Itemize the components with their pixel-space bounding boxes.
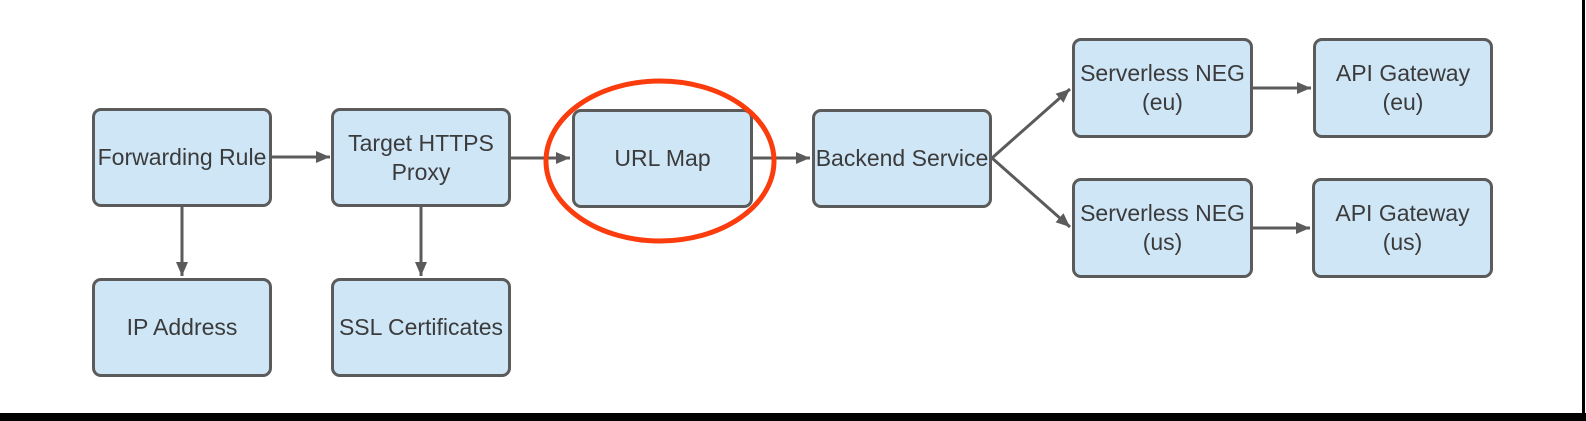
node-label: Target HTTPS <box>348 129 494 156</box>
node-label: (eu) <box>1382 89 1424 115</box>
node-label: Forwarding Rule <box>97 144 267 170</box>
arrow-backend-service-to-serverless-neg-us <box>991 156 1071 229</box>
node-label: (eu) <box>1142 89 1183 115</box>
node-label: API Gateway <box>1335 200 1470 226</box>
node-serverless-neg-eu: Serverless NEG (eu) <box>1072 38 1253 138</box>
node-label: Backend Service <box>815 145 989 171</box>
node-url-map: URL Map <box>572 109 753 208</box>
node-backend-service: Backend Service <box>812 109 992 208</box>
node-serverless-neg-us: Serverless NEG (us) <box>1072 178 1253 278</box>
node-label: API Gateway <box>1335 60 1471 86</box>
node-label: SSL Certificates <box>338 314 504 340</box>
node-api-gateway-eu: API Gateway (eu) <box>1313 38 1493 138</box>
node-label: Serverless NEG <box>1080 60 1245 86</box>
node-target-https-proxy: Target HTTPS Proxy <box>331 108 511 207</box>
arrow-backend-service-to-serverless-neg-eu <box>991 87 1071 160</box>
node-label: Proxy <box>391 158 451 185</box>
node-forwarding-rule: Forwarding Rule <box>92 108 272 207</box>
node-ssl-certificates: SSL Certificates <box>331 278 511 377</box>
frame-bottom-bar <box>0 413 1586 421</box>
node-label: IP Address <box>126 314 238 340</box>
node-api-gateway-us: API Gateway (us) <box>1312 178 1493 278</box>
node-label: (us) <box>1142 229 1183 255</box>
node-label: (us) <box>1382 229 1423 255</box>
node-label: URL Map <box>614 145 711 171</box>
node-label: Serverless NEG <box>1080 200 1245 226</box>
node-ip-address: IP Address <box>92 278 272 377</box>
frame-right-bar <box>1582 0 1585 421</box>
